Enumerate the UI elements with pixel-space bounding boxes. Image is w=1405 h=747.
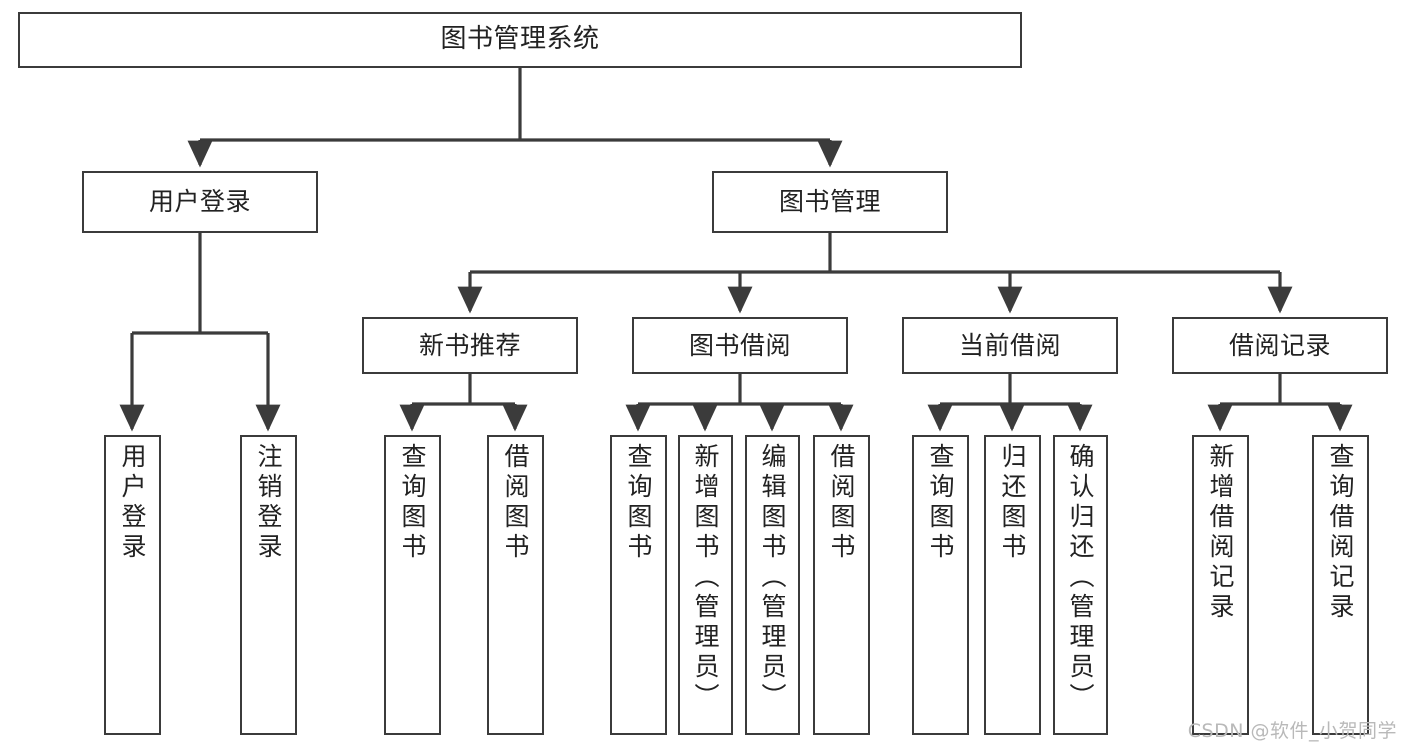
node-label: 查询图书 bbox=[624, 443, 653, 563]
node-leaf-return-book[interactable]: 归还图书 bbox=[984, 435, 1041, 735]
node-label: 归还图书 bbox=[998, 443, 1027, 563]
node-current-borrow[interactable]: 当前借阅 bbox=[902, 317, 1118, 374]
node-label: 借阅图书 bbox=[827, 443, 856, 563]
node-leaf-edit-book[interactable]: 编辑图书（管理员） bbox=[745, 435, 800, 735]
node-label: 新书推荐 bbox=[418, 330, 521, 360]
node-book-manage[interactable]: 图书管理 bbox=[712, 171, 948, 233]
node-borrow-record[interactable]: 借阅记录 bbox=[1172, 317, 1388, 374]
node-leaf-query-record[interactable]: 查询借阅记录 bbox=[1312, 435, 1369, 735]
node-leaf-borrow-book-rec[interactable]: 借阅图书 bbox=[487, 435, 544, 735]
node-root-system[interactable]: 图书管理系统 bbox=[18, 12, 1022, 68]
node-new-book-rec[interactable]: 新书推荐 bbox=[362, 317, 578, 374]
node-label: 编辑图书（管理员） bbox=[758, 443, 787, 713]
node-leaf-user-login[interactable]: 用户登录 bbox=[104, 435, 161, 735]
node-label: 查询借阅记录 bbox=[1326, 443, 1355, 623]
node-leaf-query-book-borrow[interactable]: 查询图书 bbox=[610, 435, 667, 735]
node-label: 借阅记录 bbox=[1228, 330, 1331, 360]
node-book-borrow[interactable]: 图书借阅 bbox=[632, 317, 848, 374]
node-label: 查询图书 bbox=[398, 443, 427, 563]
node-label: 注销登录 bbox=[254, 443, 283, 563]
node-label: 查询图书 bbox=[926, 443, 955, 563]
node-leaf-query-book-current[interactable]: 查询图书 bbox=[912, 435, 969, 735]
node-label: 当前借阅 bbox=[958, 330, 1061, 360]
node-label: 借阅图书 bbox=[501, 443, 530, 563]
node-leaf-add-record[interactable]: 新增借阅记录 bbox=[1192, 435, 1249, 735]
node-label: 用户登录 bbox=[118, 443, 147, 563]
node-leaf-confirm-return[interactable]: 确认归还（管理员） bbox=[1053, 435, 1108, 735]
node-leaf-logout[interactable]: 注销登录 bbox=[240, 435, 297, 735]
csdn-watermark: CSDN @软件_小贺同学 bbox=[1187, 720, 1397, 742]
node-label: 新增图书（管理员） bbox=[691, 443, 720, 713]
node-label: 新增借阅记录 bbox=[1206, 443, 1235, 623]
node-leaf-borrow-book[interactable]: 借阅图书 bbox=[813, 435, 870, 735]
node-user-login[interactable]: 用户登录 bbox=[82, 171, 318, 233]
node-label: 确认归还（管理员） bbox=[1066, 443, 1095, 713]
node-leaf-query-book-rec[interactable]: 查询图书 bbox=[384, 435, 441, 735]
node-leaf-add-book[interactable]: 新增图书（管理员） bbox=[678, 435, 733, 735]
node-label: 图书管理 bbox=[778, 187, 881, 216]
node-label: 图书管理系统 bbox=[440, 24, 600, 55]
node-label: 图书借阅 bbox=[688, 330, 791, 360]
node-label: 用户登录 bbox=[148, 187, 251, 216]
